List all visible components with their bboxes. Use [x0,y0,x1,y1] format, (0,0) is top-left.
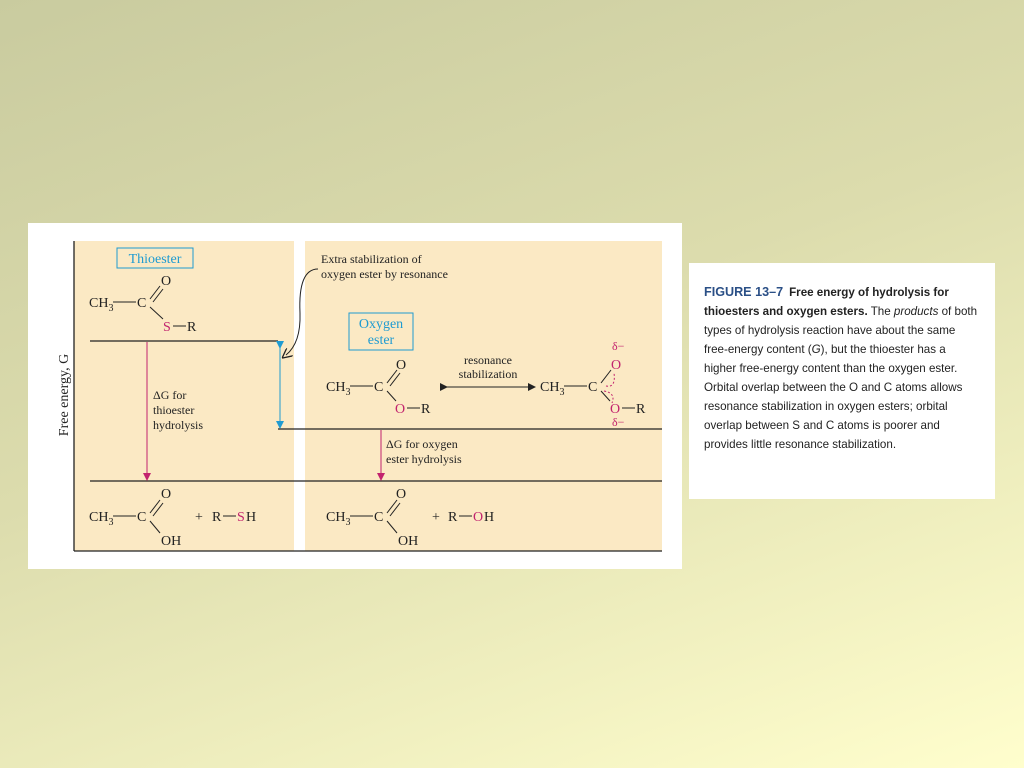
svg-text:R: R [636,402,646,417]
oxygen-ester-products: CH3 C O OH + R O H [326,487,494,549]
svg-text:δ−: δ− [612,339,625,353]
resonance-label: resonance [464,353,512,367]
annotation-arrow [286,268,319,355]
svg-text:thioester: thioester [153,403,194,417]
svg-text:O: O [396,358,406,373]
svg-text:δ−: δ− [612,415,625,429]
svg-text:C: C [374,510,383,525]
oxygen-dg-label: ΔG for oxygen [386,437,458,451]
svg-text:C: C [374,380,383,395]
svg-text:+: + [195,510,203,525]
svg-text:H: H [484,510,494,525]
svg-text:C: C [137,510,146,525]
svg-text:+: + [432,510,440,525]
svg-text:O: O [610,402,620,417]
svg-text:OH: OH [398,534,418,549]
svg-text:C: C [588,380,597,395]
resonance-form-molecule: δ− CH3 C O O R δ− [540,339,646,429]
thioester-label: Thioester [129,252,182,267]
svg-text:CH3: CH3 [540,380,564,398]
svg-text:C: C [137,296,146,311]
svg-text:O: O [473,510,483,525]
svg-text:R: R [212,510,222,525]
figure-number: FIGURE 13–7 [704,285,784,299]
svg-text:CH3: CH3 [89,510,113,528]
svg-text:hydrolysis: hydrolysis [153,418,203,432]
thioester-label-box [116,247,194,269]
annotation-text: Extra stabilization of [321,252,422,266]
svg-text:O: O [611,358,621,373]
oxygen-ester-label: Oxygen [359,317,403,332]
svg-text:CH3: CH3 [326,510,350,528]
svg-text:O: O [161,487,171,502]
svg-text:R: R [448,510,458,525]
left-panel [74,241,294,551]
svg-text:S: S [237,510,245,525]
svg-text:O: O [395,402,405,417]
svg-text:CH3: CH3 [326,380,350,398]
svg-text:O: O [161,274,171,289]
svg-text:R: R [421,402,431,417]
figure-title: Free energy of hydrolysis for thioesters… [704,286,949,318]
figure-panel: Free energy, G Thioester CH3 C O S R Oxy… [28,223,682,569]
svg-text:stabilization: stabilization [459,367,518,381]
svg-text:H: H [246,510,256,525]
svg-text:oxygen ester by resonance: oxygen ester by resonance [321,267,448,281]
thioester-products: CH3 C O OH + R S H [89,487,256,549]
oxygen-ester-molecule: CH3 C O O R [326,358,431,417]
oxygen-ester-label-box [348,312,414,351]
svg-text:O: O [396,487,406,502]
svg-text:ester: ester [368,333,395,348]
sulfur-atom: S [163,320,171,335]
thioester-molecule: CH3 C O S R [89,274,197,335]
thioester-dg-label: ΔG for [153,388,186,402]
y-axis-label: Free energy, G [57,354,72,436]
right-panel [305,241,662,551]
svg-text:R: R [187,320,197,335]
energy-diagram: Free energy, G Thioester CH3 C O S R Oxy… [57,241,662,552]
svg-text:ester hydrolysis: ester hydrolysis [386,452,462,466]
svg-text:OH: OH [161,534,181,549]
ch3-text: CH3 [89,296,113,314]
